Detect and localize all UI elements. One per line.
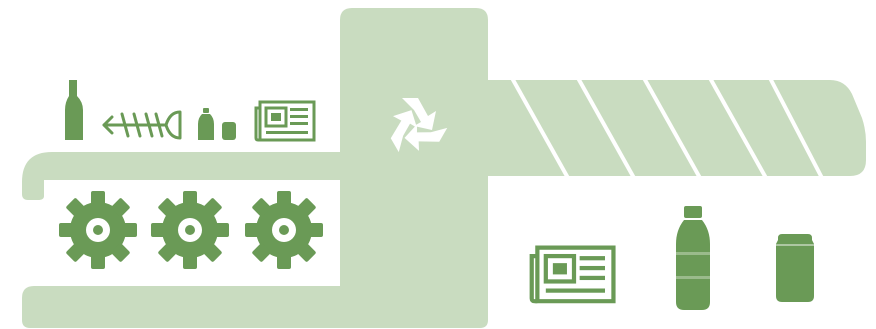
gear-icon: [151, 191, 229, 269]
gear-icon: [59, 191, 137, 269]
small-can-icon: [222, 122, 236, 140]
recycle-icon: [390, 98, 448, 153]
newspaper-icon: [254, 100, 316, 142]
can-icon: [776, 234, 814, 302]
glass-bottle-icon: [65, 80, 83, 140]
small-bottle-icon: [198, 108, 214, 140]
fish-bone-icon: [102, 110, 182, 140]
machine-body: [22, 8, 866, 328]
gear-icon: [245, 191, 323, 269]
newspaper-icon: [532, 248, 614, 302]
plastic-bottle-icon: [676, 206, 710, 310]
output-chute-stripes: [510, 77, 824, 179]
